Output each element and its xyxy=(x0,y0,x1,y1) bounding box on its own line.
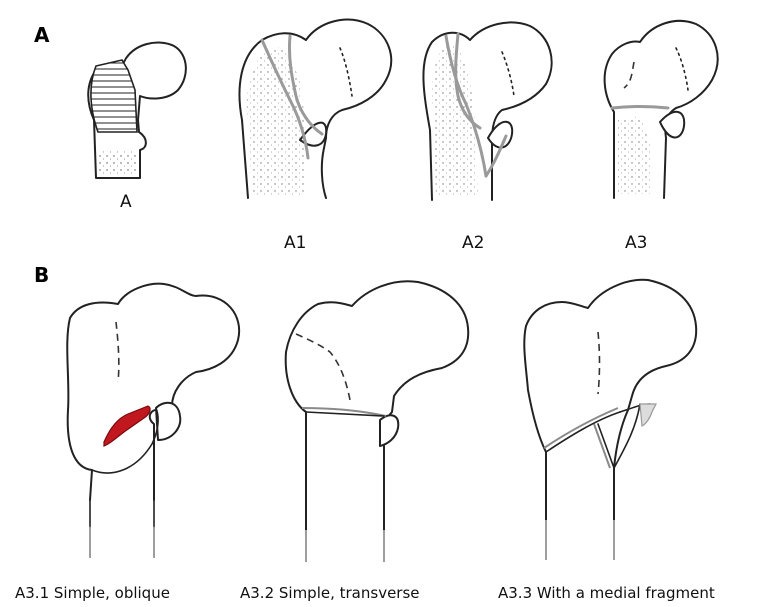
figure-a3-1-simple-oblique: A3.1 Simple, oblique xyxy=(15,284,239,602)
medial-fragment xyxy=(640,404,656,426)
figure-a2: A2 xyxy=(423,22,551,253)
figure-a1-label: A1 xyxy=(284,233,306,253)
caption-a3-3: A3.3 With a medial fragment xyxy=(498,584,715,602)
figure-a3: A3 xyxy=(605,21,718,253)
caption-a3-2: A3.2 Simple, transverse xyxy=(240,584,420,602)
caption-a3-1: A3.1 Simple, oblique xyxy=(15,584,170,602)
panel-a-label: A xyxy=(34,23,50,47)
figure-a-schematic: A xyxy=(88,43,186,212)
figure-a3-3-medial-fragment: A3.3 With a medial fragment xyxy=(498,280,715,602)
figure-a1: A1 xyxy=(239,20,391,253)
figure-a3-label: A3 xyxy=(625,233,647,253)
figure-a3-2-simple-transverse: A3.2 Simple, transverse xyxy=(240,281,468,602)
panel-b-label: B xyxy=(34,263,49,287)
figure-a2-label: A2 xyxy=(462,233,484,253)
figure-a-label: A xyxy=(120,192,132,212)
